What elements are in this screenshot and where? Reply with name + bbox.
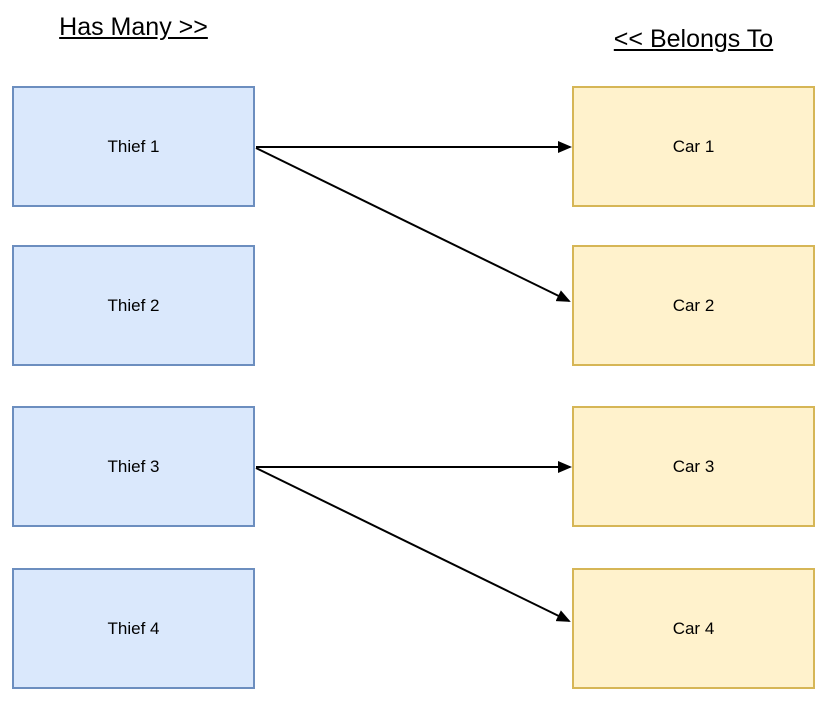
node-label: Thief 4 <box>107 618 160 638</box>
node-label: Car 3 <box>672 456 715 476</box>
node-thief-3: Thief 3 <box>12 406 255 527</box>
arrow-thief1-car2 <box>255 147 571 302</box>
node-label: Thief 1 <box>107 136 160 156</box>
has-many-header: Has Many >> <box>59 13 208 41</box>
node-car-4: Car 4 <box>572 568 815 689</box>
node-thief-1: Thief 1 <box>12 86 255 207</box>
node-label: Car 1 <box>672 136 715 156</box>
node-label: Car 2 <box>672 295 715 315</box>
node-thief-4: Thief 4 <box>12 568 255 689</box>
node-thief-2: Thief 2 <box>12 245 255 366</box>
arrow-thief3-car4 <box>255 467 571 622</box>
node-car-3: Car 3 <box>572 406 815 527</box>
node-label: Thief 3 <box>107 456 160 476</box>
node-car-1: Car 1 <box>572 86 815 207</box>
node-label: Thief 2 <box>107 295 160 315</box>
belongs-to-header: << Belongs To <box>613 25 774 53</box>
node-label: Car 4 <box>672 618 715 638</box>
node-car-2: Car 2 <box>572 245 815 366</box>
